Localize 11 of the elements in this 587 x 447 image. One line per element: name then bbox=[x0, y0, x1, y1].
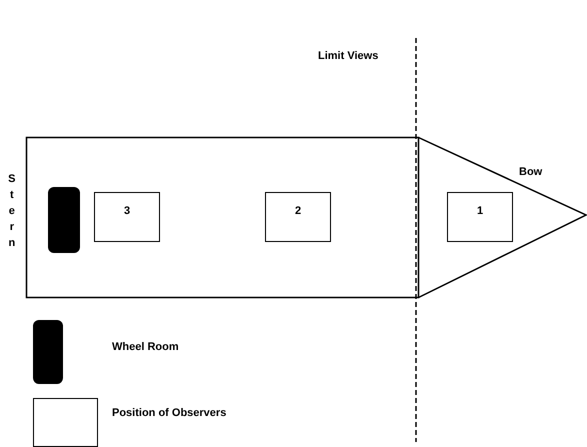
limit-label: Limit Views bbox=[318, 50, 378, 62]
stern-label: Stern bbox=[8, 172, 16, 251]
legend-text: Wheel Room bbox=[112, 341, 179, 353]
bow-label: Bow bbox=[519, 166, 542, 178]
position-number: 1 bbox=[476, 205, 484, 217]
observer-position-box bbox=[447, 192, 513, 242]
legend-text: Position of Observers bbox=[112, 407, 226, 419]
observer-position-box bbox=[94, 192, 160, 242]
position-number: 3 bbox=[122, 205, 132, 217]
position-number: 2 bbox=[294, 205, 302, 217]
observer-position-box bbox=[265, 192, 331, 242]
